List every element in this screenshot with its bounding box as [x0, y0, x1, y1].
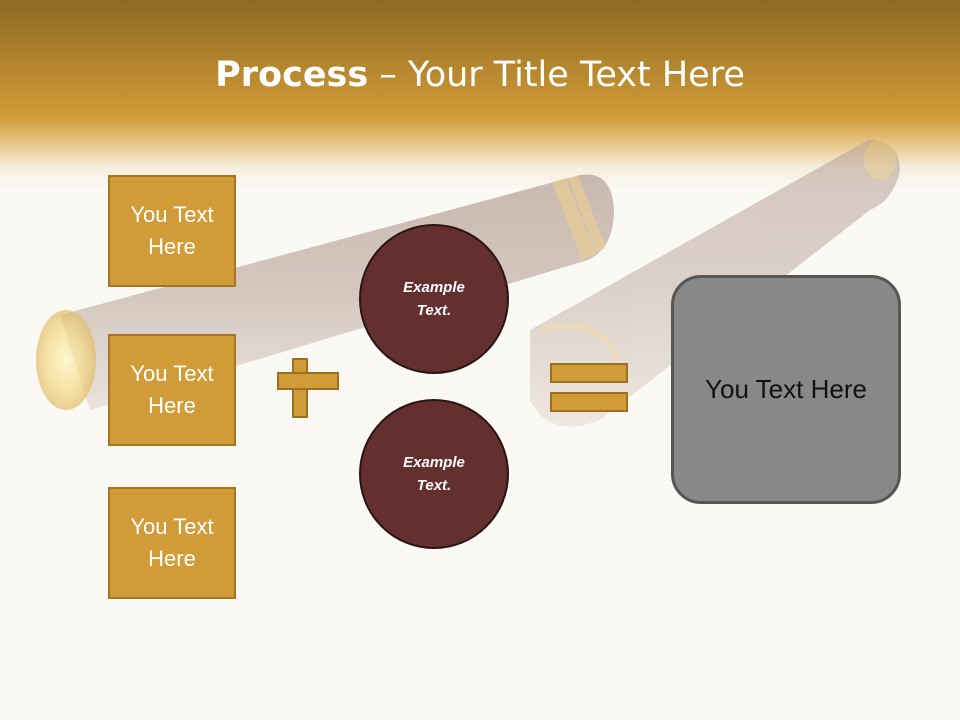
input-box-1-text: You Text Here	[130, 202, 214, 259]
plus-center	[294, 374, 306, 388]
title-bold: Process	[215, 55, 369, 95]
result-box-text: You Text Here	[705, 374, 867, 404]
example-circle-1: Example Text.	[359, 224, 509, 374]
example-circle-2-text: Example Text.	[403, 454, 465, 494]
input-box-3-text: You Text Here	[130, 514, 214, 571]
equals-bottom-bar	[550, 392, 628, 412]
title-rest: – Your Title Text Here	[368, 55, 745, 95]
plus-horizontal-bar	[277, 372, 339, 390]
result-box: You Text Here	[671, 275, 901, 504]
input-box-2-text: You Text Here	[130, 361, 214, 418]
input-box-3: You Text Here	[108, 487, 236, 599]
input-box-2: You Text Here	[108, 334, 236, 446]
header-band	[0, 0, 960, 190]
example-circle-2: Example Text.	[359, 399, 509, 549]
slide-title: Process – Your Title Text Here	[0, 52, 960, 98]
equals-top-bar	[550, 363, 628, 383]
input-box-1: You Text Here	[108, 175, 236, 287]
example-circle-1-text: Example Text.	[403, 279, 465, 319]
